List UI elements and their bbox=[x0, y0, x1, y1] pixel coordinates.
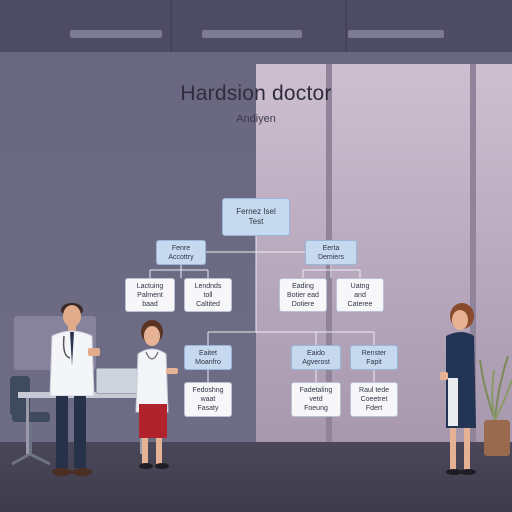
node-label-line: Fapit bbox=[366, 358, 382, 366]
chart-node: Eading Botier ead Dotiere bbox=[279, 278, 327, 312]
node-label-line: waat bbox=[200, 396, 216, 403]
node-label-line: toll bbox=[203, 291, 213, 299]
ceiling-beam bbox=[170, 0, 172, 52]
node-label-line: Palment bbox=[137, 291, 163, 299]
node-label-line: Cateree bbox=[347, 300, 373, 308]
node-label-line: Renster bbox=[361, 349, 387, 357]
node-label-line: Agverost bbox=[302, 358, 330, 366]
node-label-line: baad bbox=[142, 300, 158, 308]
node-label-line: Lendnds bbox=[194, 282, 222, 290]
node-label-line: Accottry bbox=[168, 253, 194, 261]
node-label-line: Demiers bbox=[317, 253, 345, 261]
node-label-line: Eaitet bbox=[199, 349, 217, 357]
node-label-line: Fernez Isel bbox=[236, 207, 276, 216]
chart-node: Lactuing Palment baad bbox=[125, 278, 175, 312]
page-title: Hardsion doctor bbox=[180, 82, 332, 105]
male-doctor-figure bbox=[49, 303, 100, 476]
chart-node: Raul tede Coeetret Fdert bbox=[350, 382, 398, 417]
node-label-line: Eaido bbox=[307, 349, 325, 357]
woman-figure bbox=[440, 303, 476, 475]
node-label-line: Fenre bbox=[171, 244, 191, 252]
female-doctor-figure bbox=[135, 320, 178, 469]
chart-node: Lendnds toll Caltited bbox=[184, 278, 232, 312]
window-frame bbox=[470, 64, 476, 444]
chart-node: Uatng and Cateree bbox=[336, 278, 384, 312]
node-label-line: Uatng bbox=[350, 282, 370, 290]
node-label-line: Moanfro bbox=[195, 358, 221, 366]
ceiling-light bbox=[202, 30, 302, 38]
chart-node: Fenre Accottry bbox=[156, 240, 206, 265]
chart-node-root: Fernez Isel Test bbox=[222, 198, 290, 236]
node-label-line: Lactuing bbox=[136, 282, 164, 290]
ceiling bbox=[0, 0, 512, 52]
ceiling-light bbox=[348, 30, 444, 38]
potted-plant-icon bbox=[479, 355, 512, 456]
node-label-line: Coeetret bbox=[360, 396, 388, 403]
node-label-line: Test bbox=[248, 217, 264, 226]
node-label-line: Fadetaling bbox=[299, 387, 333, 394]
chart-node: Eerta Demiers bbox=[305, 240, 357, 265]
chart-node: Eaitet Moanfro bbox=[184, 345, 232, 370]
node-label-line: Fasaty bbox=[197, 405, 219, 412]
node-label-line: and bbox=[354, 291, 366, 299]
chart-node: Fadetaling vetd Foeung bbox=[291, 382, 341, 417]
node-label-line: Foeung bbox=[304, 405, 328, 412]
node-label-line: Eerta bbox=[322, 244, 340, 252]
chart-node: Eaido Agverost bbox=[291, 345, 341, 370]
node-label-line: Dotiere bbox=[291, 300, 315, 308]
node-label-line: Fdert bbox=[365, 405, 383, 412]
chart-node: Renster Fapit bbox=[350, 345, 398, 370]
node-label-line: Botier ead bbox=[287, 291, 319, 299]
chart-node: Fedoshng waat Fasaty bbox=[184, 382, 232, 417]
node-label-line: Eading bbox=[292, 282, 314, 290]
ceiling-light bbox=[70, 30, 162, 38]
node-label-line: Caltited bbox=[196, 300, 220, 308]
node-label-line: Fedoshng bbox=[192, 387, 224, 394]
node-label-line: Raul tede bbox=[359, 387, 389, 394]
desk-leg bbox=[26, 398, 29, 454]
page-subtitle: Andiyen bbox=[236, 113, 276, 125]
ceiling-beam bbox=[345, 0, 347, 52]
node-label-line: vetd bbox=[309, 396, 323, 403]
